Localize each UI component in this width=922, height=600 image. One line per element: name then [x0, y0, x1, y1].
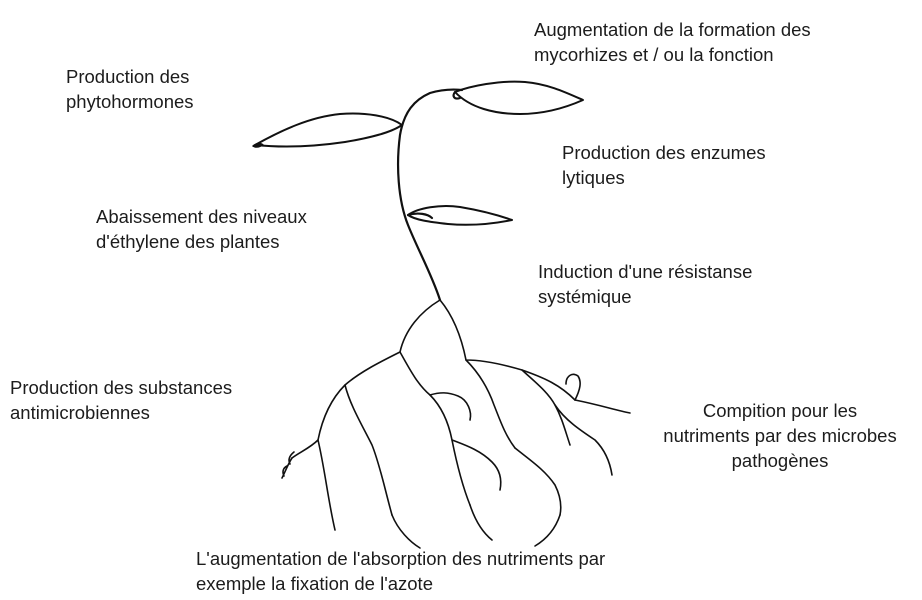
- label-competition-line1: Compition pour les: [644, 398, 916, 423]
- label-phytohormones: Production des phytohormones: [66, 64, 194, 114]
- leaf-upper-left: [255, 113, 402, 146]
- label-absorption-line2: exemple la fixation de l'azote: [196, 571, 605, 596]
- label-resistance-line2: systémique: [538, 284, 752, 309]
- root-right-1: [515, 448, 561, 515]
- root-main-right: [440, 300, 630, 413]
- label-resistance: Induction d'une résistanse systémique: [538, 259, 752, 309]
- label-ethylene-line1: Abaissement des niveaux: [96, 204, 307, 229]
- root-center-4: [466, 360, 515, 448]
- plant-stem: [398, 90, 462, 300]
- label-phytohormones-line1: Production des: [66, 64, 194, 89]
- root-left-mid: [345, 385, 392, 515]
- leaf-lower-right: [408, 206, 512, 225]
- label-enzymes-line1: Production des enzumes: [562, 140, 766, 165]
- label-resistance-line1: Induction d'une résistanse: [538, 259, 752, 284]
- label-absorption: L'augmentation de l'absorption des nutri…: [196, 546, 605, 596]
- root-system: [282, 300, 630, 548]
- label-antimicrobial-line2: antimicrobiennes: [10, 400, 232, 425]
- root-bottom-3: [535, 515, 560, 546]
- label-enzymes: Production des enzumes lytiques: [562, 140, 766, 190]
- root-right-3: [566, 374, 580, 400]
- label-absorption-line1: L'augmentation de l'absorption des nutri…: [196, 546, 605, 571]
- label-mycorrhizae: Augmentation de la formation des mycorhi…: [534, 17, 811, 67]
- leaf-top-right: [455, 82, 583, 114]
- root-bottom-2: [470, 505, 492, 540]
- label-enzymes-line2: lytiques: [562, 165, 766, 190]
- root-center-2: [430, 393, 471, 420]
- root-right-4: [555, 405, 612, 475]
- label-ethylene-line2: d'éthylene des plantes: [96, 229, 307, 254]
- root-center-3: [452, 440, 501, 490]
- label-competition: Compition pour les nutriments par des mi…: [644, 398, 916, 473]
- label-mycorrhizae-line1: Augmentation de la formation des: [534, 17, 811, 42]
- label-phytohormones-line2: phytohormones: [66, 89, 194, 114]
- label-competition-line2: nutriments par des microbes: [644, 423, 916, 448]
- label-antimicrobial-line1: Production des substances: [10, 375, 232, 400]
- root-hair: [282, 452, 294, 478]
- root-right-2: [522, 370, 570, 445]
- root-bottom-1: [392, 515, 420, 548]
- root-left-outer: [318, 440, 335, 530]
- label-antimicrobial: Production des substances antimicrobienn…: [10, 375, 232, 425]
- label-ethylene: Abaissement des niveaux d'éthylene des p…: [96, 204, 307, 254]
- label-mycorrhizae-line2: mycorhizes et / ou la fonction: [534, 42, 811, 67]
- root-center-1: [400, 352, 470, 505]
- label-competition-line3: pathogènes: [644, 448, 916, 473]
- leaf-upper-left-tip: [252, 143, 264, 148]
